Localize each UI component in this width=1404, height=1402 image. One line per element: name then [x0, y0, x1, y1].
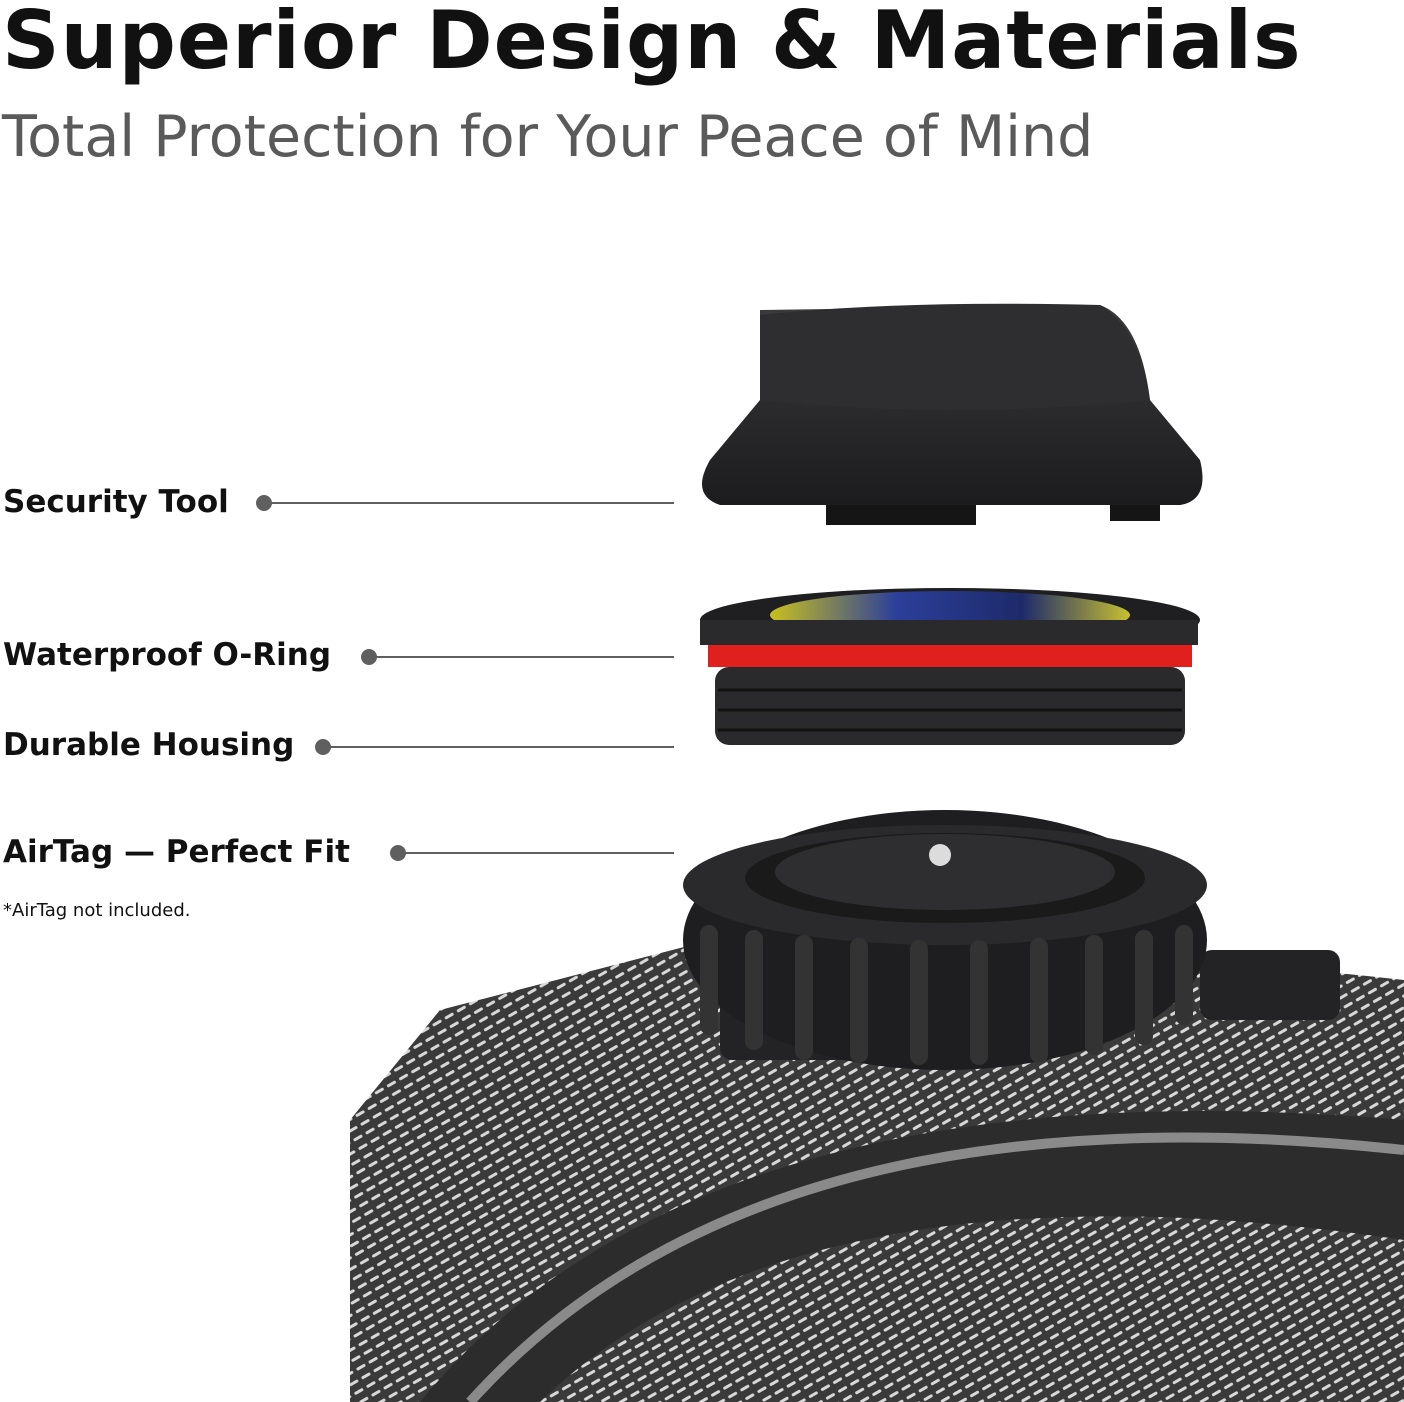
- durable-housing: [700, 588, 1200, 745]
- footnote: *AirTag not included.: [3, 900, 191, 921]
- page-title: Superior Design & Materials: [2, 0, 1302, 87]
- callout-durable-housing: Durable Housing: [3, 727, 295, 763]
- o-ring: [708, 645, 1192, 667]
- callout-line: [398, 852, 674, 854]
- callout-waterproof-o-ring: Waterproof O-Ring: [3, 637, 332, 673]
- collar-band: [350, 930, 1404, 1402]
- airtag-holder: [683, 810, 1340, 1070]
- callout-line: [323, 746, 674, 748]
- callout-line: [264, 502, 674, 504]
- callout-line: [369, 656, 674, 658]
- security-tool-cap: [702, 303, 1203, 525]
- airtag: [775, 834, 1115, 910]
- apple-logo-icon: [929, 844, 951, 866]
- page-subtitle: Total Protection for Your Peace of Mind: [2, 104, 1094, 170]
- callout-airtag-fit: AirTag — Perfect Fit: [3, 834, 350, 870]
- callout-security-tool: Security Tool: [3, 484, 229, 520]
